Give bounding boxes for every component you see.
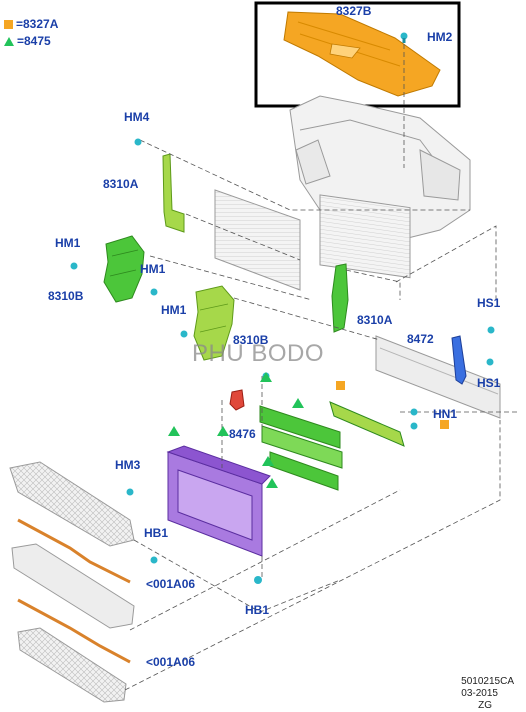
callout-8310B-center[interactable]: 8310B [233, 333, 269, 347]
clip-hb1-left-icon [150, 556, 158, 564]
callout-8472[interactable]: 8472 [407, 332, 434, 346]
grille-opening-frame[interactable] [166, 445, 271, 557]
part-8310A-left-deflector[interactable] [162, 153, 185, 233]
callout-001A06-bottom[interactable]: <001A06 [146, 655, 196, 669]
legend-label-8327A: =8327A [16, 17, 59, 31]
bumper-grille-bar-middle [11, 543, 135, 629]
reference-date: 03-2015 [461, 688, 498, 699]
part-8310B-center-deflector[interactable] [193, 285, 235, 361]
clip-hm4-icon [134, 138, 142, 146]
callout-hb1-left[interactable]: HB1 [144, 526, 169, 540]
orange-trim-strip-bottom [17, 598, 131, 664]
marker-orange-squares [336, 381, 449, 429]
triangle-marker-icon [292, 398, 304, 408]
part-8310B-left-deflector[interactable] [103, 235, 145, 303]
callout-8327B[interactable]: 8327B [336, 4, 372, 18]
leader-lines [124, 44, 520, 691]
marker-green-triangles [168, 372, 304, 488]
callout-hm4[interactable]: HM4 [124, 110, 150, 124]
callout-hm1-a[interactable]: HM1 [55, 236, 81, 250]
clip-hm1-c-icon [180, 330, 188, 338]
clip-hn1-a-icon [410, 408, 418, 416]
callout-hm1-c[interactable]: HM1 [161, 303, 187, 317]
triangle-marker-icon [168, 426, 180, 436]
orange-square-icon [4, 19, 13, 29]
green-triangle-icon [4, 36, 14, 46]
callout-hm3[interactable]: HM3 [115, 458, 141, 472]
square-marker-icon [440, 420, 449, 429]
callout-8476[interactable]: 8476 [229, 427, 256, 441]
clip-hm1-a-icon [70, 262, 78, 270]
legend-item-8327A: =8327A [4, 16, 58, 32]
reference-code: 5010215CA [461, 676, 514, 687]
callout-hm1-b[interactable]: HM1 [140, 262, 166, 276]
bumper-grille-mesh-bottom [17, 627, 127, 703]
part-8476-actuator[interactable] [229, 389, 245, 411]
triangle-marker-icon [266, 478, 278, 488]
legend-item-8475: =8475 [4, 33, 51, 49]
part-8472-bracket[interactable] [451, 335, 467, 385]
callout-8310A-right[interactable]: 8310A [357, 313, 393, 327]
orange-trim-strip-top [17, 518, 131, 584]
clip-hn1-b-icon [410, 422, 418, 430]
part-8310A-right-deflector[interactable] [331, 263, 349, 333]
clip-hb1-bottom-icon [254, 576, 262, 584]
clip-hm2-icon[interactable] [400, 32, 408, 44]
clip-hs1-top-icon [487, 326, 495, 334]
legend-label-8475: =8475 [17, 34, 51, 48]
reference-suffix: ZG [478, 700, 492, 711]
radiator-support-assembly [289, 95, 471, 279]
callout-8310A-left[interactable]: 8310A [103, 177, 139, 191]
clip-hs1-bottom-icon [486, 358, 494, 366]
callout-hm2[interactable]: HM2 [427, 30, 453, 44]
callout-hn1[interactable]: HN1 [433, 407, 458, 421]
active-grille-shutter[interactable] [259, 401, 405, 491]
triangle-marker-icon [262, 456, 274, 466]
part-8327B-shield[interactable] [283, 11, 441, 97]
square-marker-icon [336, 381, 345, 390]
condenser [214, 189, 301, 291]
triangle-marker-icon [260, 372, 272, 382]
clip-hm1-b-icon [150, 288, 158, 296]
callout-hs1-top[interactable]: HS1 [477, 296, 501, 310]
bumper-grille-mesh-top [9, 461, 135, 547]
callout-hb1-bottom[interactable]: HB1 [245, 603, 270, 617]
triangle-marker-icon [217, 426, 229, 436]
callout-001A06-top[interactable]: <001A06 [146, 577, 196, 591]
watermark-text: PHU BODO [192, 340, 325, 367]
clip-hm3-icon [126, 488, 134, 496]
callout-8310B-left[interactable]: 8310B [48, 289, 84, 303]
callout-hs1-bottom[interactable]: HS1 [477, 376, 501, 390]
